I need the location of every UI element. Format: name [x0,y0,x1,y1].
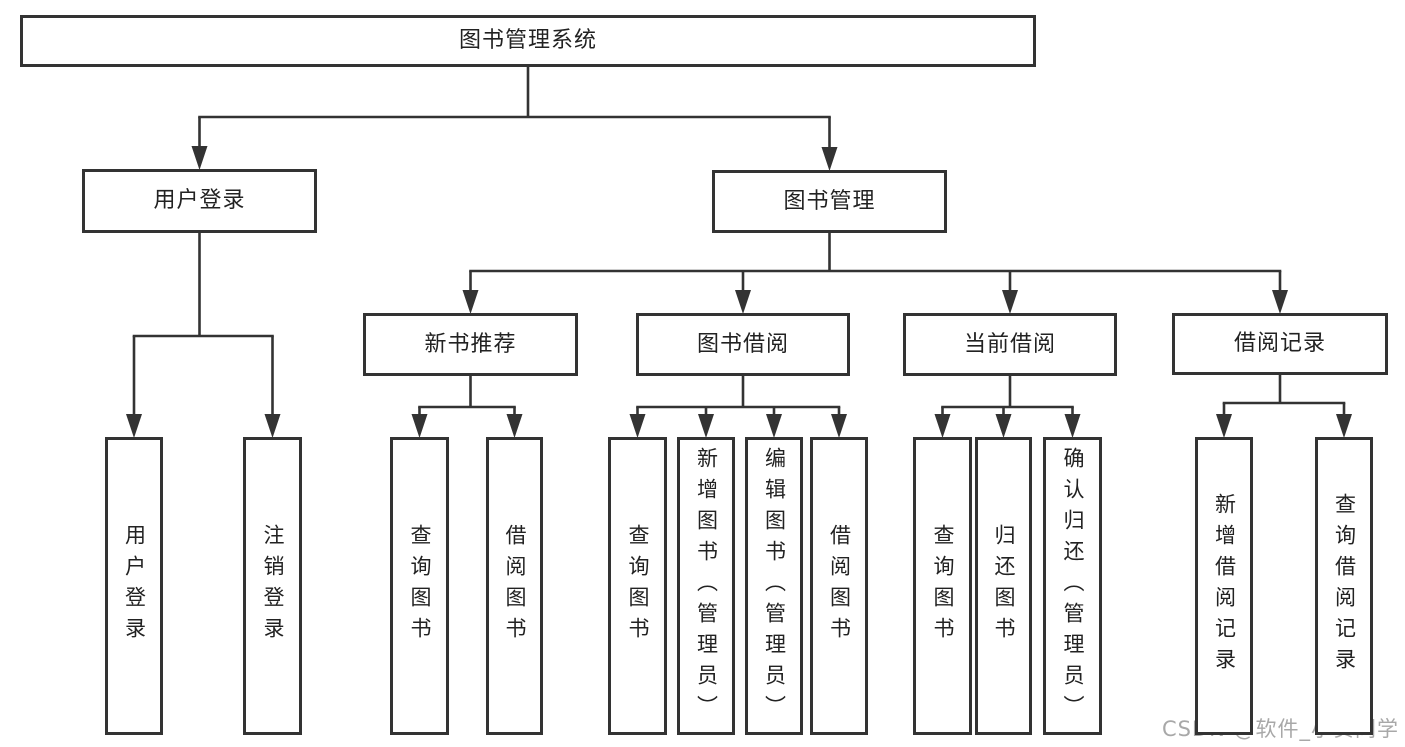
node-label-leaf-bb-borrow-books: 借阅图书 [827,524,852,648]
node-label-leaf-nbr-borrow-books: 借阅图书 [503,524,527,648]
node-label-leaf-bb-add-books: 新增图书（管理员） [694,446,719,726]
node-label-root: 图书管理系统 [458,28,597,53]
arrowhead [126,414,142,438]
node-leaf-bb-borrow-books: 借阅图书 [810,437,868,735]
node-leaf-logout: 注销登录 [243,437,302,735]
node-label-leaf-br-add-record: 新增借阅记录 [1212,493,1237,679]
arrowhead [934,414,951,438]
node-new-book-recommend: 新书推荐 [363,313,578,376]
arrowhead [766,414,782,438]
node-leaf-br-add-record: 新增借阅记录 [1195,437,1253,735]
arrowhead [1272,290,1288,314]
arrowhead [821,147,838,171]
node-leaf-user-login: 用户登录 [105,437,163,735]
node-borrowing-records: 借阅记录 [1172,313,1388,375]
node-label-leaf-cb-confirm-return: 确认归还（管理员） [1061,446,1085,726]
arrowhead [735,290,751,314]
node-label-leaf-user-login: 用户登录 [122,524,147,648]
node-label-borrowing-records: 借阅记录 [1233,331,1326,356]
node-leaf-nbr-borrow-books: 借阅图书 [486,437,543,735]
node-label-leaf-br-query-record: 查询借阅记录 [1332,493,1357,679]
arrowhead [462,290,479,314]
node-leaf-cb-confirm-return: 确认归还（管理员） [1043,437,1102,735]
arrowhead [629,414,646,438]
node-leaf-bb-query-books: 查询图书 [608,437,667,735]
arrowhead [191,146,208,170]
arrowhead [1216,414,1232,438]
node-leaf-bb-add-books: 新增图书（管理员） [677,437,735,735]
arrowhead [1336,414,1352,438]
node-label-leaf-logout: 注销登录 [261,524,285,648]
node-label-current-borrowing: 当前借阅 [963,331,1056,357]
node-leaf-cb-return-books: 归还图书 [975,437,1032,735]
arrowhead [995,414,1012,438]
node-label-new-book-recommend: 新书推荐 [424,331,517,357]
arrowhead [1064,414,1081,438]
node-label-book-management: 图书管理 [783,188,876,214]
arrowhead [698,414,714,438]
node-book-borrowing: 图书借阅 [636,313,850,376]
node-leaf-bb-edit-books: 编辑图书（管理员） [745,437,803,735]
node-leaf-nbr-query-books: 查询图书 [390,437,449,735]
node-book-management: 图书管理 [712,170,947,233]
arrowhead [264,414,281,438]
arrowhead [1002,290,1018,314]
node-label-leaf-cb-return-books: 归还图书 [992,524,1016,648]
node-current-borrowing: 当前借阅 [903,313,1117,376]
node-leaf-cb-query-books: 查询图书 [913,437,972,735]
arrowhead [506,414,523,438]
node-leaf-br-query-record: 查询借阅记录 [1315,437,1373,735]
node-root: 图书管理系统 [20,15,1036,67]
arrowhead [831,414,847,438]
node-label-leaf-nbr-query-books: 查询图书 [408,524,432,648]
node-label-leaf-bb-query-books: 查询图书 [626,524,650,648]
arrowhead [411,414,428,438]
node-label-user-login: 用户登录 [153,188,246,213]
node-label-book-borrowing: 图书借阅 [696,331,789,357]
node-label-leaf-cb-query-books: 查询图书 [931,524,955,648]
node-label-leaf-bb-edit-books: 编辑图书（管理员） [762,446,787,726]
node-user-login: 用户登录 [82,169,317,233]
